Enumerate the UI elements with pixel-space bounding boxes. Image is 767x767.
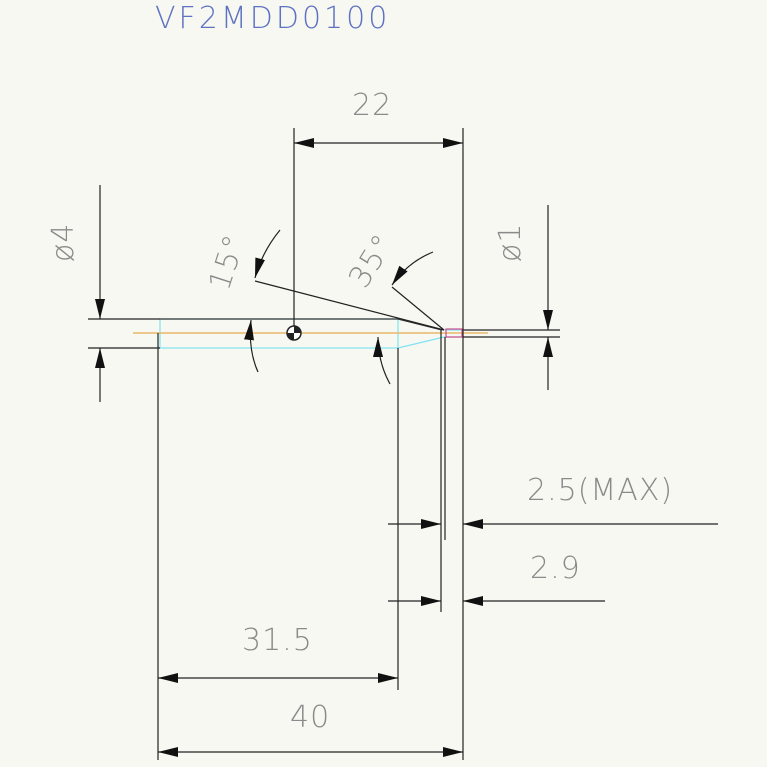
label-2-9: 2.9	[530, 551, 581, 586]
label-22: 22	[352, 88, 392, 123]
label-angle-15: 15°	[202, 230, 253, 294]
angle-35-arcs	[373, 251, 434, 385]
tip-highlight	[445, 328, 463, 338]
label-40: 40	[290, 700, 330, 735]
center-mark	[286, 325, 302, 341]
drawing-title: VF2MDD0100	[155, 1, 390, 36]
label-dia1: ø1	[493, 223, 528, 262]
label-31-5: 31.5	[242, 623, 313, 658]
angle-15-arcs	[244, 229, 281, 373]
label-2-5-max: 2.5(MAX)	[527, 473, 673, 508]
extension-lines	[88, 128, 560, 760]
part-outline	[133, 318, 488, 349]
label-dia4: ø4	[46, 223, 81, 262]
